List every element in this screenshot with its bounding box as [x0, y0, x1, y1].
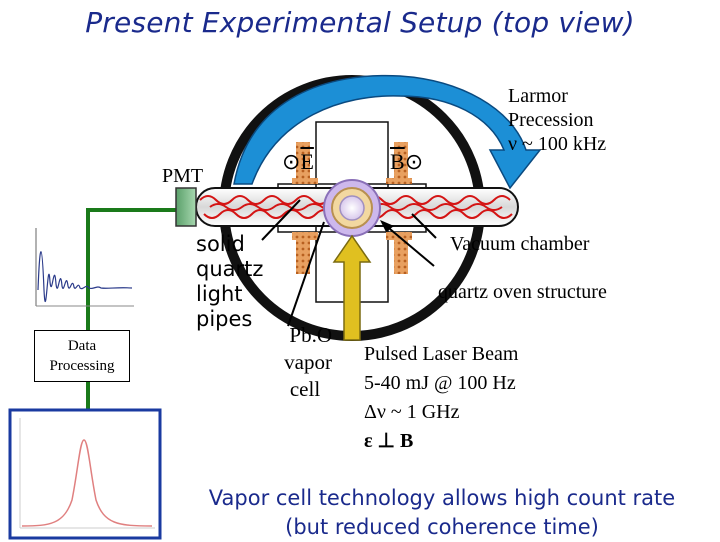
e-field-label: ⊙E	[282, 150, 314, 174]
larmor-label: Larmor Precession ν ~ 100 kHz	[508, 85, 607, 155]
laser-beam-arrow	[332, 234, 372, 341]
precession-arrow	[233, 74, 542, 190]
e-field-symbol: E	[300, 149, 314, 174]
vacuum-chamber-label: Vacuum chamber	[450, 233, 590, 255]
pmt-label: PMT	[162, 165, 204, 187]
vapor-cell	[323, 179, 381, 237]
decay-trace-plot	[35, 228, 134, 307]
pointer-lines	[261, 199, 437, 327]
quartz-oven-label: quartz oven structure	[438, 281, 607, 303]
b-field-label: B⊙	[390, 150, 423, 174]
footer-note: Vapor cell technology allows high count …	[208, 486, 676, 539]
dot-icon: ⊙	[404, 149, 424, 174]
dot-icon: ⊙	[282, 149, 301, 174]
solid-quartz-label: solid quartz light pipes	[196, 232, 264, 331]
data-processing-box: Data Processing	[34, 330, 130, 382]
slide-title: Present Experimental Setup (top view)	[85, 6, 635, 39]
pmt-detector	[175, 187, 197, 227]
laser-label: Pulsed Laser Beam 5-40 mJ @ 100 Hz Δν ~ …	[364, 343, 519, 452]
spectrum-plot	[8, 408, 162, 540]
pointer-arrowhead	[380, 220, 394, 232]
b-field-symbol: B	[390, 149, 405, 174]
signal-wires	[86, 208, 178, 410]
fluorescence-light	[199, 195, 513, 219]
pbo-cell-label: Pb.O vapor cell	[284, 323, 332, 401]
